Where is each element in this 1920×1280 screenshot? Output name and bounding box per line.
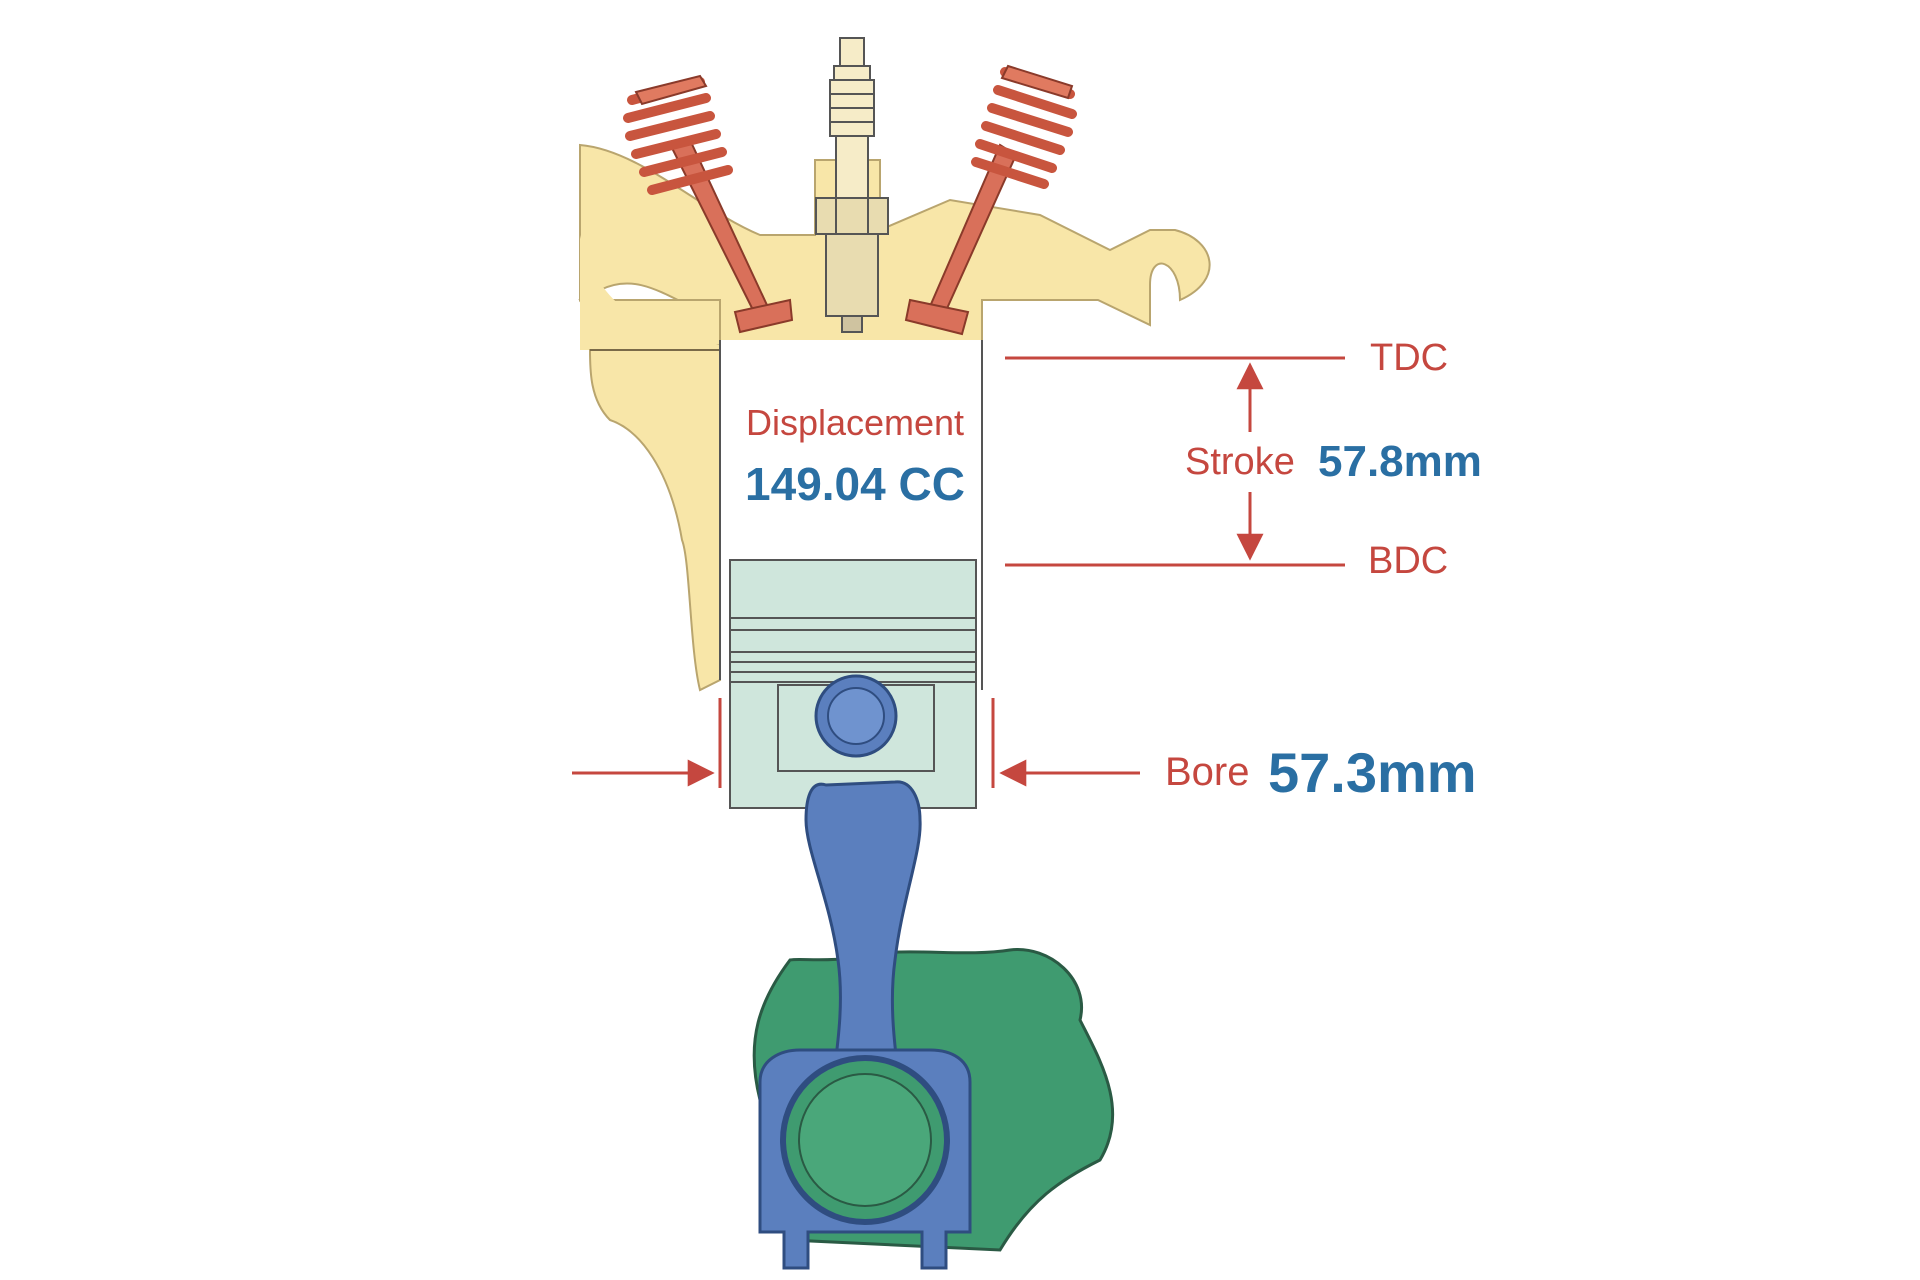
bore-label: Bore [1165, 750, 1250, 794]
bdc-label: BDC [1368, 540, 1448, 582]
stroke-value: 57.8mm [1318, 437, 1482, 486]
displacement-value: 149.04 CC [745, 458, 965, 510]
exhaust-valve-spring-icon [971, 64, 1077, 189]
connecting-rod [758, 780, 972, 1270]
cylinder-head [578, 143, 1211, 692]
cylinder-bore [719, 340, 983, 690]
intake-valve-spring-icon [623, 74, 733, 195]
exhaust-valve [904, 64, 1077, 336]
intake-valve [623, 74, 794, 334]
stroke-label: Stroke [1185, 441, 1295, 483]
spark-plug-icon [815, 37, 889, 333]
tdc-label: TDC [1370, 337, 1448, 379]
bore-value: 57.3mm [1268, 741, 1477, 804]
bore-dimension-arrows [572, 698, 1140, 788]
displacement-title: Displacement [746, 402, 964, 443]
piston [729, 559, 977, 809]
